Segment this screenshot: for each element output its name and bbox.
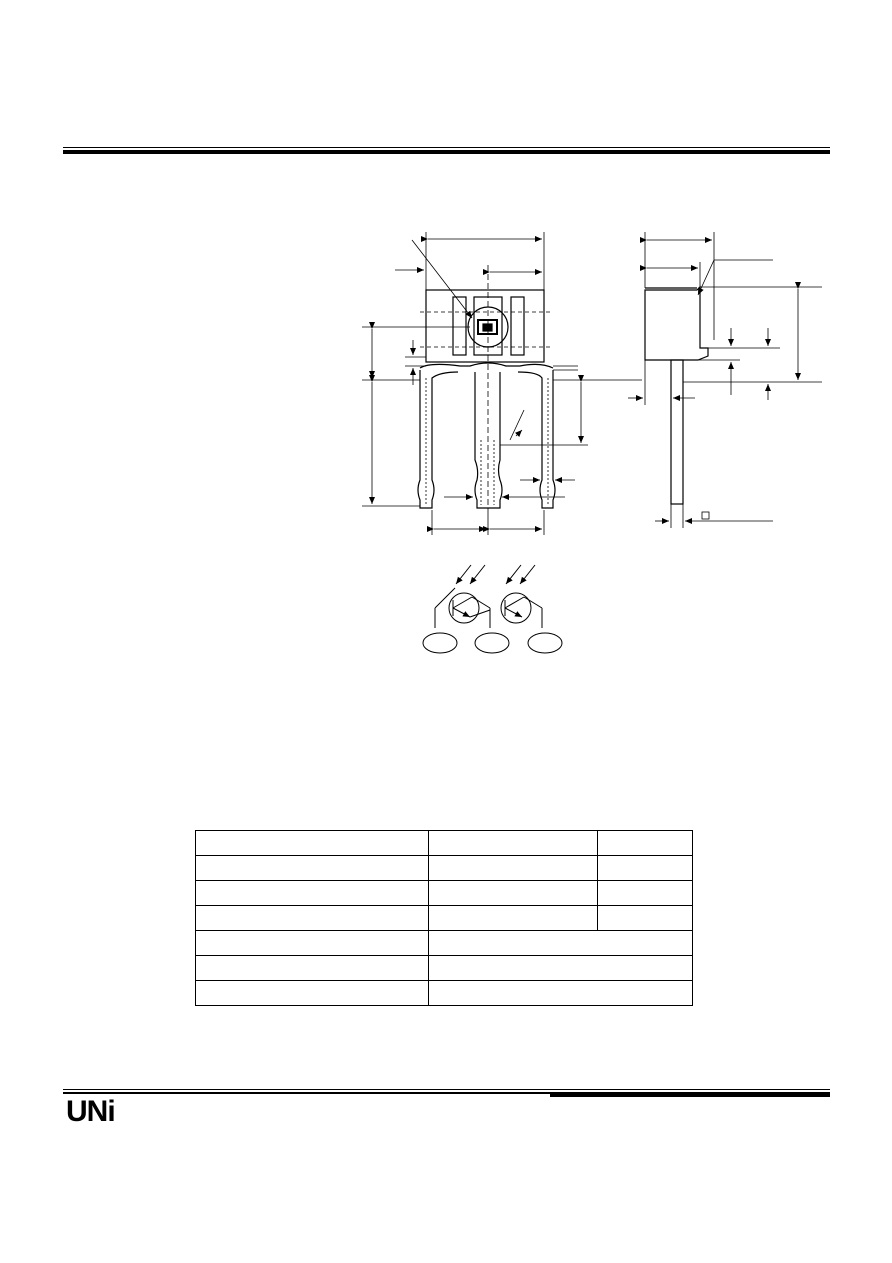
table-cell <box>195 905 429 931</box>
table-cell <box>428 980 693 1006</box>
table-cell <box>195 930 429 956</box>
table-cell <box>428 955 693 981</box>
header-rule-thin <box>63 147 830 148</box>
table-cell <box>597 855 693 881</box>
side-view <box>644 285 709 505</box>
table-row <box>195 955 693 981</box>
table-cell <box>428 930 693 956</box>
table-cell <box>195 955 429 981</box>
table-cell <box>195 830 429 856</box>
table-cell <box>428 905 598 931</box>
footer-rule-thin <box>63 1089 830 1090</box>
company-logo: UNi <box>66 1095 116 1128</box>
footer-rule-right-accent <box>550 1094 830 1097</box>
table-row <box>195 830 693 856</box>
table-row <box>195 980 693 1006</box>
footer-rule-thick <box>63 1092 830 1094</box>
table-cell <box>195 855 429 881</box>
table-cell <box>428 880 598 906</box>
ratings-table <box>195 830 693 1006</box>
header-rule-thick <box>63 150 830 154</box>
table-cell <box>597 830 693 856</box>
package-outline-drawing <box>362 232 822 654</box>
table-row <box>195 905 693 931</box>
table-cell <box>597 880 693 906</box>
table-cell <box>195 880 429 906</box>
front-view <box>417 265 556 510</box>
table-cell <box>428 830 598 856</box>
table-row <box>195 855 693 881</box>
table-cell <box>195 980 429 1006</box>
table-row <box>195 880 693 906</box>
table-cell <box>428 855 598 881</box>
table-cell <box>597 905 693 931</box>
table-row <box>195 930 693 956</box>
schematic <box>422 564 563 654</box>
